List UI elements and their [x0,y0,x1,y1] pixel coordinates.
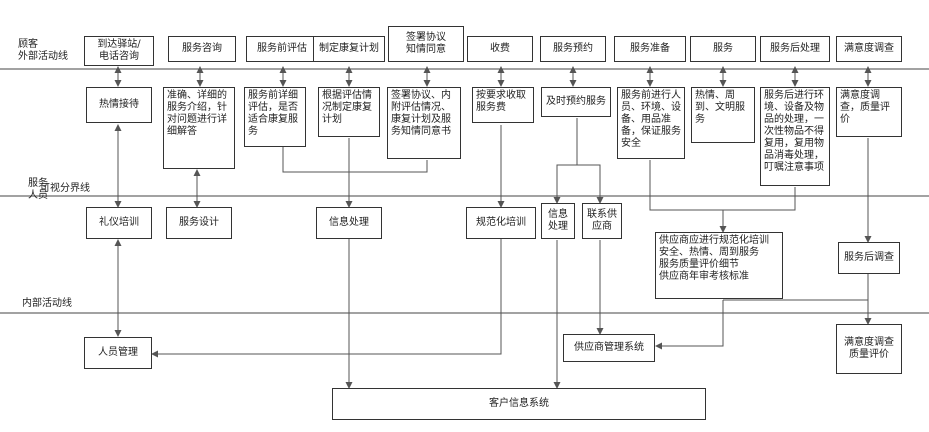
back-service-design: 服务设计 [166,207,232,239]
back-supplier-standards: 供应商应进行规范化培训 安全、热情、周到服务 服务质量评价细节 供应商年审考核标… [655,232,783,299]
step-rehab-plan: 制定康复计划 [313,36,385,62]
visibility-line-label: 可视分界线 [40,183,90,194]
support-supplier-system: 供应商管理系统 [563,334,655,362]
front-friendly-service: 热情、周到、文明服务 [691,87,755,143]
step-post-processing: 服务后处理 [760,36,830,62]
step-booking: 服务预约 [540,36,606,62]
flow-arrows [114,118,872,389]
support-customer-info-system: 客户信息系统 [332,388,706,420]
front-make-plan: 根据评估情况制定康复计划 [318,87,380,137]
back-info-processing-2: 信息 处理 [541,203,575,239]
internal-activity-line-label: 内部活动线 [22,298,72,309]
support-hr-management: 人员管理 [84,337,152,369]
step-sign-agreement: 签署协议 知情同意 [388,26,464,62]
step-consultation: 服务咨询 [168,36,236,62]
back-standard-training: 规范化培训 [466,207,536,239]
step-satisfaction-survey: 满意度调查 [836,36,902,62]
front-satisfaction-survey: 满意度调查，质量评价 [836,87,902,137]
front-sign-agreement: 签署协议、内附评估情况、康复计划及服务知情同意书 [387,87,461,159]
front-pre-assessment: 服务前详细评估，是否适合康复服务 [244,87,306,147]
step-pre-assessment: 服务前评估 [246,36,318,62]
step-payment: 收费 [467,36,533,62]
step-arrival-consult: 到达驿站/ 电话咨询 [84,36,154,66]
front-detailed-introduction: 准确、详细的服务介绍，针对问题进行详细解答 [163,87,235,169]
customer-activity-line-label: 顾客 外部活动线 [18,39,68,62]
back-info-processing: 信息处理 [316,207,382,239]
front-post-processing: 服务后进行环境、设备及物品的处理，一次性物品不得复用，复用物品消毒处理，叮嘱注意… [760,87,830,186]
front-prepare-service: 服务前进行人员、环境、设备、用品准备，保证服务安全 [617,87,685,159]
step-service: 服务 [690,36,756,62]
front-collect-fee: 按要求收取服务费 [472,87,534,123]
front-warm-reception: 热情接待 [86,87,152,123]
back-contact-supplier: 联系供 应商 [582,203,622,239]
back-followup-survey: 服务后调查 [838,242,900,274]
front-book-service: 及时预约服务 [541,87,611,117]
back-etiquette-training: 礼仪培训 [86,207,152,239]
customer-to-front-arrows [114,66,872,87]
lane-lines [0,68,929,314]
staff-lane-label: 服务 人员 [28,178,48,201]
support-satisfaction-evaluation: 满意度调查 质量评价 [836,324,902,374]
step-preparation: 服务准备 [614,36,686,62]
